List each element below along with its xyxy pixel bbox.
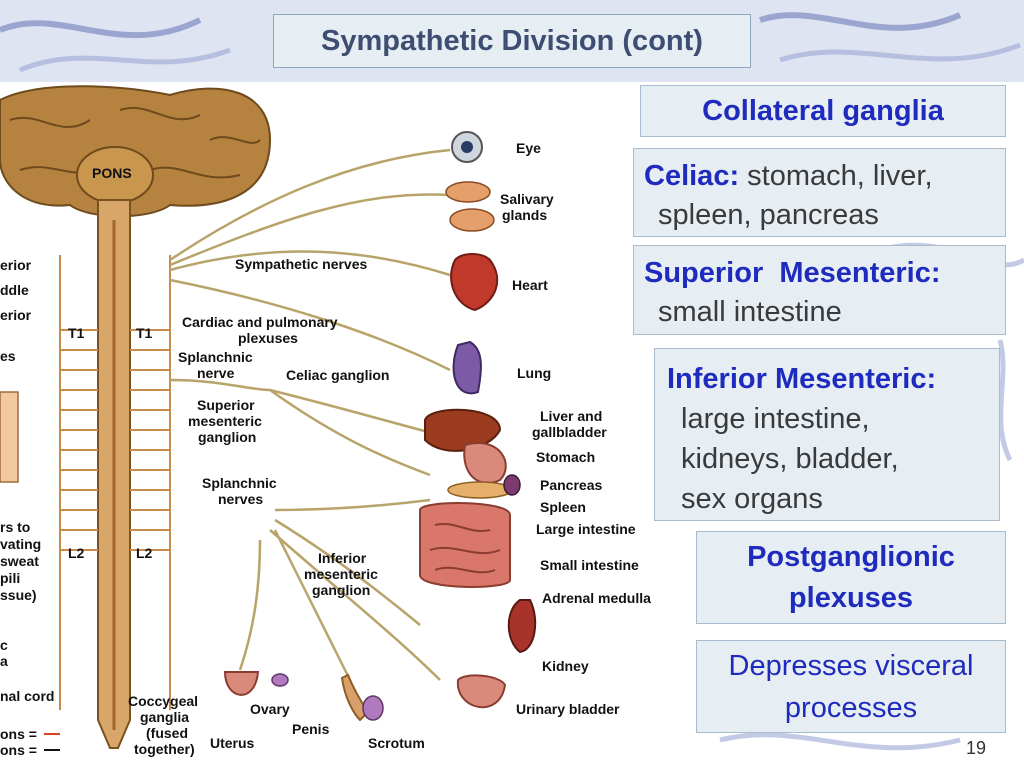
inferior-desc-2: kidneys, bladder, bbox=[681, 443, 899, 475]
inferior-desc-3: sex organs bbox=[681, 483, 823, 515]
spinal-cord bbox=[97, 199, 131, 749]
depresses-visceral-panel: Depresses visceral processes bbox=[696, 640, 1006, 733]
sympathetic-chains bbox=[59, 255, 171, 710]
depresses-line-1: Depresses visceral bbox=[728, 649, 974, 682]
label-inferior-mesenteric-2: mesenteric bbox=[304, 566, 378, 582]
label-urinary-bladder: Urinary bladder bbox=[516, 701, 620, 717]
label-inferior-mesenteric-3: ganglion bbox=[312, 582, 370, 598]
celiac-term: Celiac: bbox=[644, 160, 740, 192]
salivary-illustration bbox=[445, 181, 491, 203]
brain-illustration bbox=[0, 85, 272, 218]
label-scrotum: Scrotum bbox=[368, 735, 425, 751]
label-uterus: Uterus bbox=[210, 735, 255, 751]
label-edge-sweat: sweat bbox=[0, 553, 39, 569]
label-liver-2: gallbladder bbox=[532, 424, 607, 440]
label-edge-middle: ddle bbox=[0, 282, 29, 298]
label-t1-right: T1 bbox=[136, 325, 153, 341]
heart-illustration bbox=[450, 253, 499, 312]
label-splanchnic-nerve-2: nerve bbox=[197, 365, 235, 381]
label-cardiac: Cardiac and pulmonary bbox=[182, 314, 338, 330]
collateral-ganglia-text: Collateral ganglia bbox=[702, 94, 944, 127]
label-edge-vating: vating bbox=[0, 536, 41, 552]
label-coccygeal-2: ganglia bbox=[140, 709, 189, 725]
label-legend-2: ons = bbox=[0, 742, 37, 758]
label-coccygeal: Coccygeal bbox=[128, 693, 198, 709]
label-edge-inferior: erior bbox=[0, 307, 32, 323]
label-edge-a: a bbox=[0, 653, 8, 669]
liver-illustration bbox=[424, 408, 502, 452]
label-sympathetic-nerves: Sympathetic nerves bbox=[235, 256, 367, 272]
label-pancreas: Pancreas bbox=[540, 477, 602, 493]
label-kidney: Kidney bbox=[542, 658, 589, 674]
label-pons: PONS bbox=[92, 165, 132, 181]
label-legend-1: ons = bbox=[0, 726, 37, 742]
label-superior-mesenteric-2: mesenteric bbox=[188, 413, 262, 429]
scrotum-illustration bbox=[362, 695, 384, 721]
postganglionic-plexuses-panel: Postganglionic plexuses bbox=[696, 531, 1006, 624]
collateral-ganglia-title: Collateral ganglia bbox=[640, 85, 1006, 137]
label-small-intestine: Small intestine bbox=[540, 557, 639, 573]
label-lung: Lung bbox=[517, 365, 551, 381]
celiac-desc-2: spleen, pancreas bbox=[658, 199, 879, 231]
label-splanchnic-nerves: Splanchnic bbox=[202, 475, 277, 491]
label-cardiac-2: plexuses bbox=[238, 330, 298, 346]
pancreas-illustration bbox=[447, 481, 513, 499]
label-celiac-ganglion: Celiac ganglion bbox=[286, 367, 389, 383]
spleen-illustration bbox=[503, 474, 521, 496]
label-inferior-mesenteric: Inferior bbox=[318, 550, 367, 566]
slide-title: Sympathetic Division (cont) bbox=[273, 14, 751, 68]
celiac-desc-1: stomach, liver, bbox=[747, 160, 933, 192]
ovary-illustration bbox=[271, 673, 289, 687]
label-splanchnic-nerve: Splanchnic bbox=[178, 349, 253, 365]
skin-illustration bbox=[0, 391, 19, 483]
label-coccygeal-4: together) bbox=[134, 741, 195, 757]
label-edge-superior: erior bbox=[0, 257, 32, 273]
label-edge-c: c bbox=[0, 637, 8, 653]
label-edge-cord: nal cord bbox=[0, 688, 54, 704]
label-splanchnic-nerves-2: nerves bbox=[218, 491, 263, 507]
postganglionic-line-1: Postganglionic bbox=[747, 540, 955, 573]
bladder-illustration bbox=[456, 674, 507, 709]
uterus-illustration bbox=[223, 671, 260, 696]
slide-number: 19 bbox=[966, 738, 987, 758]
superior-mesenteric-panel: Superior Mesenteric: small intestine bbox=[633, 245, 1006, 335]
label-coccygeal-3: (fused bbox=[146, 725, 188, 741]
label-salivary: Salivary bbox=[500, 191, 554, 207]
depresses-line-2: processes bbox=[784, 691, 918, 724]
label-l2-right: L2 bbox=[136, 545, 153, 561]
kidney-illustration bbox=[507, 599, 537, 654]
stomach-illustration bbox=[463, 442, 507, 485]
superior-term: Superior Mesenteric: bbox=[644, 257, 941, 289]
label-eye: Eye bbox=[516, 140, 541, 156]
inferior-term: Inferior Mesenteric: bbox=[667, 363, 937, 395]
label-salivary-2: glands bbox=[502, 207, 547, 223]
superior-desc: small intestine bbox=[658, 296, 842, 328]
label-ovary: Ovary bbox=[250, 701, 290, 717]
label-stomach: Stomach bbox=[536, 449, 595, 465]
inferior-desc-1: large intestine, bbox=[681, 403, 870, 435]
label-edge-ssue: ssue) bbox=[0, 587, 37, 603]
label-edge-es: es bbox=[0, 348, 16, 364]
label-l2-left: L2 bbox=[68, 545, 85, 561]
inferior-mesenteric-panel: Inferior Mesenteric: large intestine, ki… bbox=[654, 348, 1000, 521]
label-liver: Liver and bbox=[540, 408, 602, 424]
label-penis: Penis bbox=[292, 721, 330, 737]
label-superior-mesenteric: Superior bbox=[197, 397, 255, 413]
label-edge-rs-to: rs to bbox=[0, 519, 30, 535]
label-large-intestine: Large intestine bbox=[536, 521, 636, 537]
label-spleen: Spleen bbox=[540, 499, 586, 515]
label-heart: Heart bbox=[512, 277, 548, 293]
label-t1-left: T1 bbox=[68, 325, 85, 341]
lung-illustration bbox=[452, 340, 482, 395]
postganglionic-line-2: plexuses bbox=[788, 581, 914, 614]
label-superior-mesenteric-3: ganglion bbox=[198, 429, 256, 445]
label-adrenal-medulla: Adrenal medulla bbox=[542, 590, 651, 606]
sympathetic-division-diagram: PONS bbox=[0, 85, 651, 758]
intestine-illustration bbox=[419, 502, 511, 588]
label-edge-pili: pili bbox=[0, 570, 20, 586]
celiac-panel: Celiac: stomach, liver, spleen, pancreas bbox=[633, 148, 1006, 237]
